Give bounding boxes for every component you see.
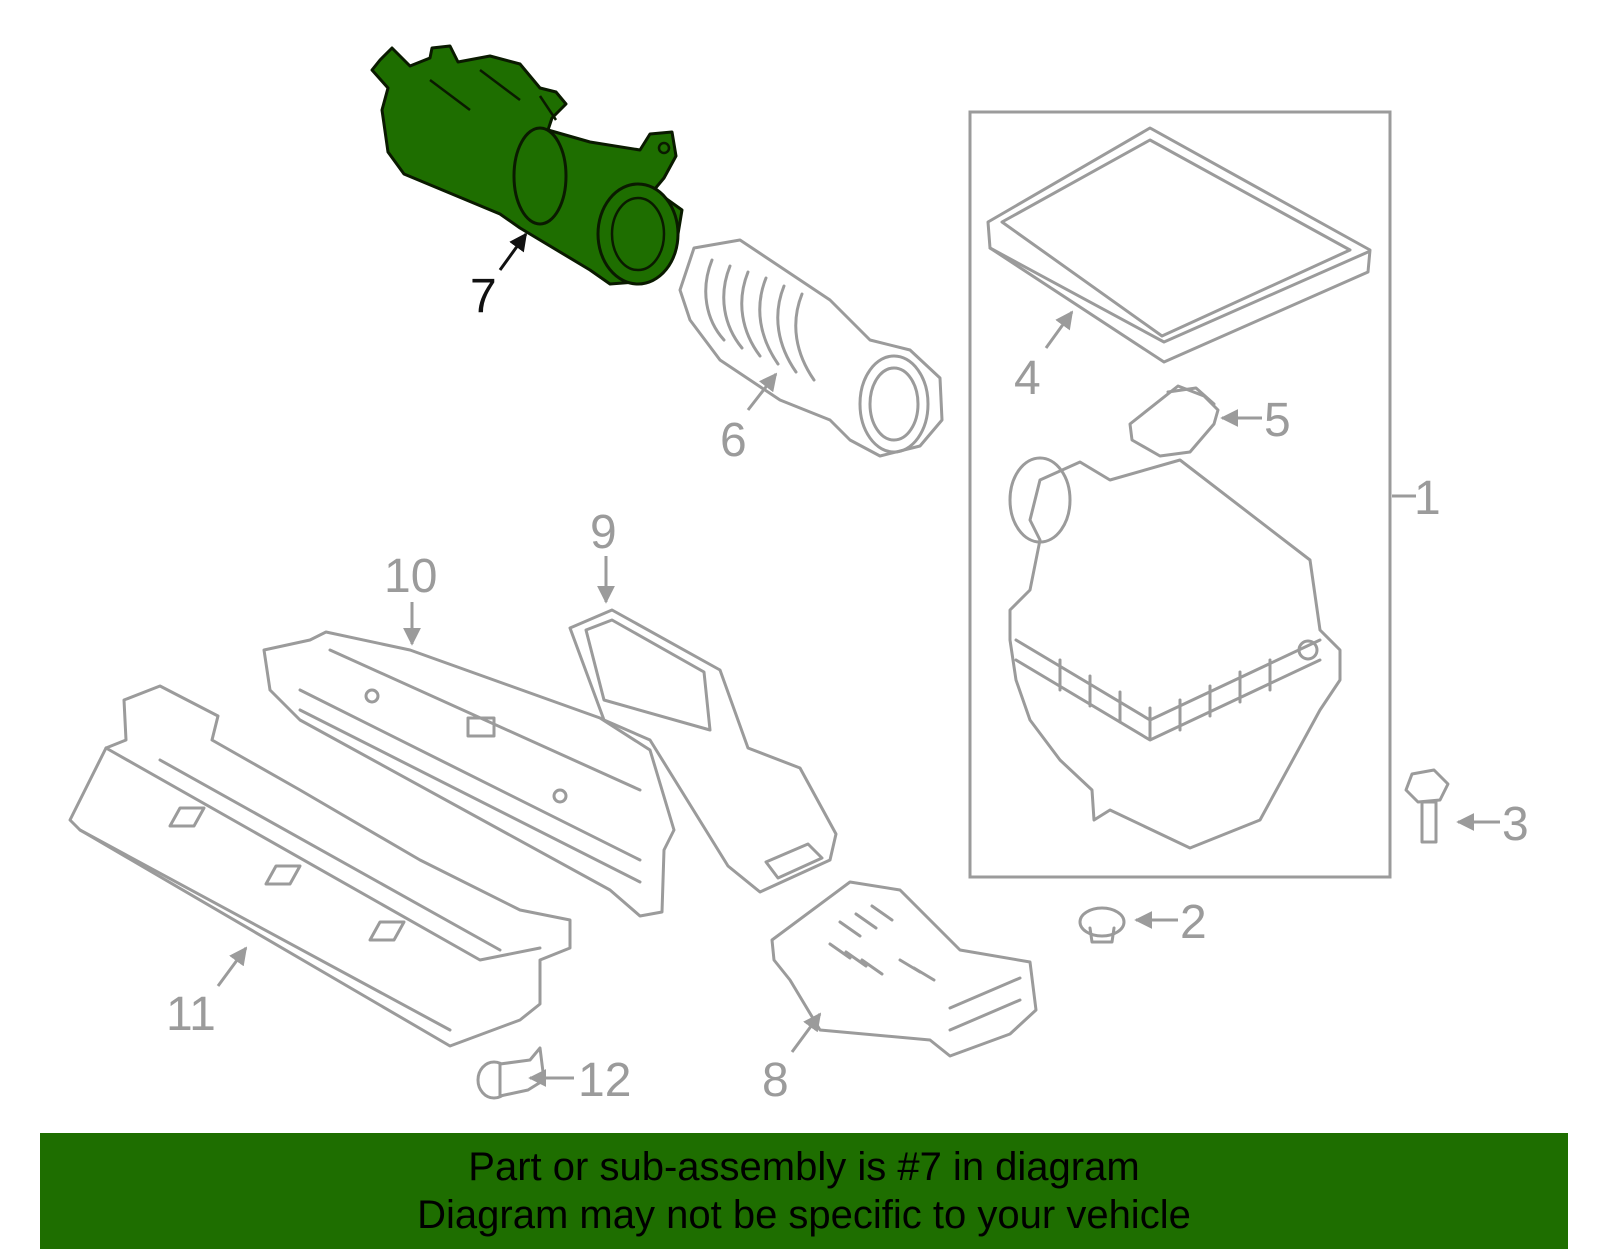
callout-4: 4 bbox=[1014, 310, 1074, 405]
banner-line-1: Part or sub-assembly is #7 in diagram bbox=[468, 1145, 1140, 1189]
callout-6: 6 bbox=[720, 372, 778, 467]
part-6-air-hose[interactable] bbox=[678, 238, 944, 458]
callout-label-2: 2 bbox=[1180, 896, 1207, 949]
callout-7: 7 bbox=[470, 232, 528, 323]
callout-label-9: 9 bbox=[590, 506, 617, 559]
callout-5: 5 bbox=[1220, 394, 1291, 447]
callout-label-1: 1 bbox=[1414, 472, 1441, 525]
callout-label-6: 6 bbox=[720, 414, 747, 467]
callout-label-4: 4 bbox=[1014, 352, 1041, 405]
callout-12: 12 bbox=[528, 1054, 631, 1107]
callout-label-7: 7 bbox=[470, 270, 497, 323]
callout-label-3: 3 bbox=[1502, 798, 1529, 851]
callout-1: 1 bbox=[1392, 472, 1441, 525]
part-4-air-filter[interactable] bbox=[986, 126, 1372, 364]
callout-3: 3 bbox=[1456, 798, 1529, 851]
part-2-grommet[interactable] bbox=[1078, 906, 1126, 944]
banner-line-2: Diagram may not be specific to your vehi… bbox=[417, 1193, 1191, 1237]
part-11-air-deflector[interactable] bbox=[68, 684, 572, 1048]
callout-label-8: 8 bbox=[762, 1054, 789, 1107]
part-3-bolt[interactable] bbox=[1404, 768, 1450, 844]
info-banner: Part or sub-assembly is #7 in diagram Di… bbox=[40, 1133, 1568, 1249]
callout-label-5: 5 bbox=[1264, 394, 1291, 447]
part-10-shroud[interactable] bbox=[262, 630, 676, 918]
callout-label-12: 12 bbox=[578, 1054, 631, 1107]
part-7-resonator[interactable] bbox=[370, 44, 684, 286]
part-1-air-cleaner-body[interactable] bbox=[1008, 456, 1342, 850]
part-8-lower-duct[interactable] bbox=[770, 880, 1038, 1058]
assembly-1-frame bbox=[968, 110, 1392, 879]
callout-11: 11 bbox=[166, 946, 248, 1041]
callout-10: 10 bbox=[384, 550, 437, 646]
callout-8: 8 bbox=[762, 1012, 822, 1107]
callout-9: 9 bbox=[590, 506, 617, 604]
part-5-mass-airflow-sensor[interactable] bbox=[1128, 384, 1220, 458]
part-12-push-clip[interactable] bbox=[476, 1046, 546, 1100]
callout-label-10: 10 bbox=[384, 550, 437, 603]
part-9-air-duct[interactable] bbox=[568, 608, 838, 894]
callout-2: 2 bbox=[1134, 896, 1207, 949]
callout-label-11: 11 bbox=[166, 988, 216, 1041]
